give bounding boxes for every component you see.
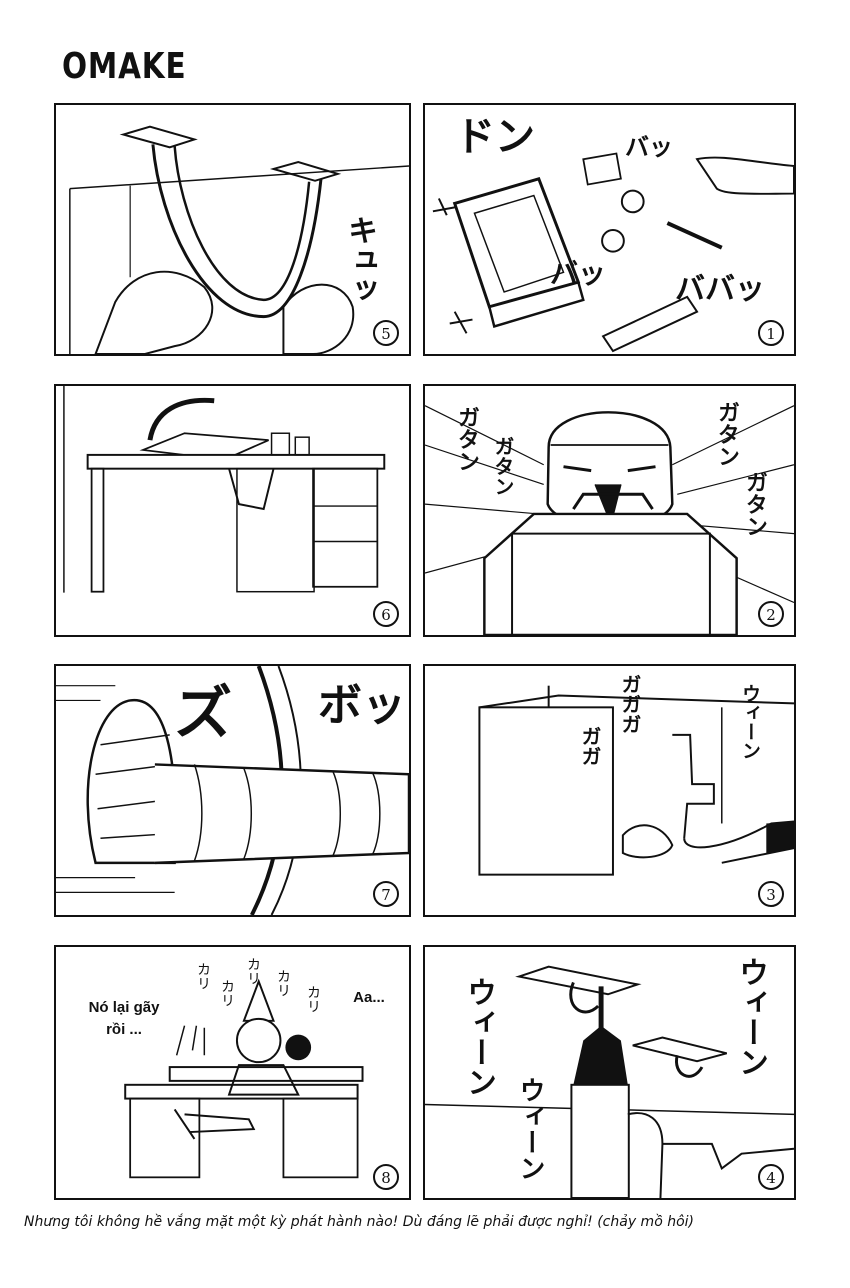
panel-6: 6 <box>54 384 411 637</box>
panel-4-sfx-1: ウィーン <box>461 977 496 1097</box>
panel-2-sfx-2: ガタン <box>491 436 515 496</box>
page-title: OMAKE <box>62 46 187 87</box>
panel-7-sfx-zu: ズ <box>174 679 233 747</box>
panel-3-number: 3 <box>758 881 784 907</box>
panel-8-sfx-1: カリ <box>195 962 211 990</box>
panel-1-number: 1 <box>758 320 784 346</box>
panel-4-sfx-2: ウィーン <box>515 1077 545 1181</box>
panel-4-sfx-3: ウィーン <box>733 957 768 1077</box>
panel-1-sfx-baba: ババッ <box>675 272 765 307</box>
panel-1-sfx-ba1: バッ <box>625 133 673 161</box>
footnote: Nhưng tôi không hề vắng mặt một kỳ phát … <box>24 1214 694 1230</box>
panel-3-sfx-gaga: ガガ <box>578 726 602 766</box>
panel-8-sfx-5: カリ <box>305 985 321 1013</box>
panel-2-art <box>425 405 794 635</box>
panel-1-art <box>432 152 794 353</box>
panel-8-number: 8 <box>373 1164 399 1190</box>
panel-1-sfx-ba2: バッ <box>550 257 607 290</box>
panel-4: ウィーン ウィーン ウィーン 4 <box>423 945 796 1200</box>
panel-6-art <box>63 386 386 593</box>
panel-7-art <box>56 666 409 915</box>
panel-7: ズ ボッ 7 <box>54 664 411 917</box>
panel-2-number: 2 <box>758 601 784 627</box>
panel-7-number: 7 <box>373 881 399 907</box>
panel-1-sfx-don: ドン <box>455 114 535 160</box>
panel-8-sfx-4: カリ <box>275 969 291 997</box>
panel-8-speech-1: Nó lại gãy rồi ... <box>88 999 160 1038</box>
panel-5-art <box>69 125 409 354</box>
panel-8-sfx-2: カリ <box>219 979 235 1007</box>
panel-8-sfx-3: カリ <box>245 957 261 985</box>
panel-2-sfx-4: ガタン <box>742 471 767 537</box>
panel-8-art <box>124 978 364 1179</box>
panel-8: Nó lại gãy rồi ... Aa... カリ カリ カリ カリ カリ … <box>54 945 411 1200</box>
panel-3-sfx-win: ウィーン <box>739 684 761 760</box>
panel-4-art <box>425 965 794 1198</box>
panel-4-number: 4 <box>758 1164 784 1190</box>
panel-6-number: 6 <box>373 601 399 627</box>
panel-2: ガタン ガタン ガタン ガタン 2 <box>423 384 796 637</box>
panel-3: ガガガ ガガ ウィーン 3 <box>423 664 796 917</box>
panel-2-sfx-1: ガタン <box>454 406 479 472</box>
panel-3-sfx-gagaga: ガガガ <box>618 674 642 734</box>
panel-5: キュッ 5 <box>54 103 411 356</box>
panel-7-sfx-bo: ボッ <box>318 680 406 731</box>
panel-8-speech-2: Aa... <box>353 989 385 1006</box>
panel-5-sfx: キュッ <box>342 215 377 305</box>
panel-1: ドン バッ バッ ババッ 1 <box>423 103 796 356</box>
panel-5-number: 5 <box>373 320 399 346</box>
panel-3-art <box>478 685 794 876</box>
panel-2-sfx-3: ガタン <box>714 401 739 467</box>
